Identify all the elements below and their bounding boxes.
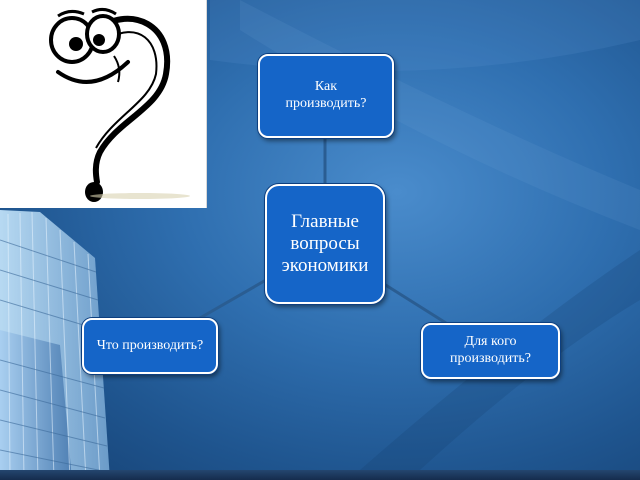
node-for-whom-to-produce-label: Для кого производить?: [450, 334, 531, 366]
node-for-whom-to-produce: Для кого производить?: [421, 323, 560, 379]
node-what-to-produce: Что производить?: [82, 318, 218, 374]
edge-center-left: [199, 278, 267, 320]
edge-center-right: [383, 282, 447, 325]
node-how-to-produce: Как производить?: [258, 54, 394, 138]
bottom-bar: [0, 470, 640, 480]
node-main-questions-label: Главные вопросы экономики: [281, 211, 369, 276]
node-main-questions: Главные вопросы экономики: [265, 184, 385, 304]
node-how-to-produce-label: Как производить?: [285, 79, 367, 111]
question-mark-face-icon: [49, 7, 190, 202]
question-illustration: [0, 0, 207, 208]
node-what-to-produce-label: Что производить?: [96, 337, 204, 353]
